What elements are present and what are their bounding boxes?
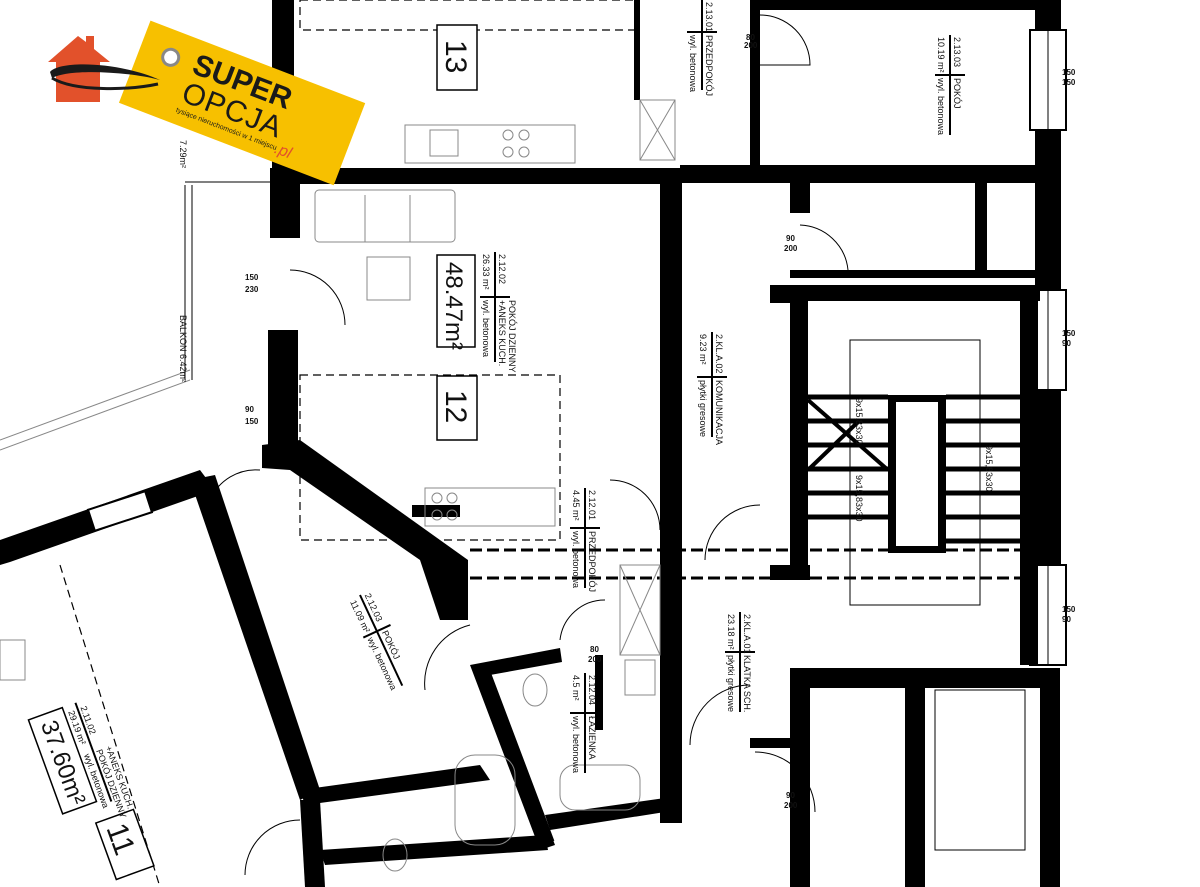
logo-suffix: .pl <box>272 140 294 162</box>
unit-11: 37.60m² 11 2.11.02 29.19 m² POKÓJ DZIENN… <box>27 702 155 881</box>
svg-text:90: 90 <box>1062 615 1071 624</box>
svg-text:150: 150 <box>245 273 259 282</box>
svg-text:200: 200 <box>744 41 758 50</box>
unit-12: 48.47m² 12 <box>436 254 478 441</box>
svg-text:80: 80 <box>746 33 755 42</box>
svg-text:+ANEKS KUCH.: +ANEKS KUCH. <box>497 300 507 366</box>
unit-number: 13 <box>439 40 472 73</box>
balcony-area: 7.29m² <box>178 140 188 168</box>
svg-text:płytki gresowe: płytki gresowe <box>726 655 736 712</box>
svg-text:200: 200 <box>784 801 798 810</box>
svg-text:200: 200 <box>784 244 798 253</box>
svg-text:230: 230 <box>245 285 259 294</box>
stair-label: 9x15,83x30 <box>984 445 994 492</box>
bathtub <box>454 754 516 846</box>
svg-text:wyl. betonowa: wyl. betonowa <box>571 715 581 773</box>
kitchen-counter <box>404 124 576 164</box>
svg-text:4.5 m²: 4.5 m² <box>571 675 581 701</box>
svg-text:23.18 m²: 23.18 m² <box>726 614 736 650</box>
unit-number: 12 <box>439 390 472 423</box>
svg-text:KOMUNIKACJA: KOMUNIKACJA <box>714 380 724 445</box>
opening-labels: 150 230 90 150 80 200 90 200 150 150 150… <box>245 33 1076 810</box>
svg-text:90: 90 <box>786 234 795 243</box>
svg-text:2.12.02: 2.12.02 <box>497 254 507 284</box>
svg-text:150: 150 <box>1062 68 1076 77</box>
kitchen-counter-12 <box>424 487 556 527</box>
svg-text:90: 90 <box>1062 339 1071 348</box>
svg-text:9.23 m²: 9.23 m² <box>698 334 708 365</box>
svg-text:150: 150 <box>1062 605 1076 614</box>
svg-text:wyl. betonowa: wyl. betonowa <box>481 299 491 357</box>
sofa <box>314 189 456 243</box>
table <box>366 256 411 301</box>
svg-text:2.KL.A.01: 2.KL.A.01 <box>742 614 752 654</box>
svg-text:wyl. betonowa: wyl. betonowa <box>936 77 946 135</box>
doors <box>209 14 849 876</box>
svg-text:2.KL.A.02: 2.KL.A.02 <box>714 334 724 374</box>
room-label-2-12-03: 2.12.03 11.09 m² POKÓJ wyl. betonowa <box>348 592 404 692</box>
svg-text:2.12.04: 2.12.04 <box>587 675 597 705</box>
svg-text:ŁAZIENKA: ŁAZIENKA <box>587 716 597 760</box>
svg-text:PRZEDPOKÓJ: PRZEDPOKÓJ <box>704 35 714 96</box>
room-label-2-12-01: 2.12.01 4.45 m² PRZEDPOKÓJ wyl. betonowa <box>570 488 600 592</box>
svg-text:wyl. betonowa: wyl. betonowa <box>688 34 698 92</box>
svg-text:POKÓJ DZIENNY: POKÓJ DZIENNY <box>507 300 517 373</box>
svg-text:2.12.01: 2.12.01 <box>587 490 597 520</box>
room-label-2-kla-01: 2.KL.A.01 23.18 m² KLATKA SCH. płytki gr… <box>725 612 755 712</box>
equipment <box>934 689 1026 851</box>
svg-text:2.13.03: 2.13.03 <box>952 37 962 67</box>
room-label-2-12-04: 2.12.04 4.5 m² ŁAZIENKA wyl. betonowa <box>570 673 600 773</box>
svg-text:150: 150 <box>245 417 259 426</box>
svg-text:4.45 m²: 4.45 m² <box>571 490 581 521</box>
svg-text:wyl. betonowa: wyl. betonowa <box>571 530 581 588</box>
stair-label: 9x15,83x30 <box>854 398 864 445</box>
room-label-2-13-01: 2.13.01 PRZEDPOKÓJ wyl. betonowa <box>687 0 717 96</box>
stair-label: 9x15,83x30 <box>854 475 864 522</box>
svg-text:KLATKA SCH.: KLATKA SCH. <box>742 655 752 712</box>
room-label-2-kla-02: 2.KL.A.02 9.23 m² KOMUNIKACJA płytki gre… <box>697 332 727 445</box>
super-opcja-logo: SUPER OPCJA .pl tysiące nieruchomości w … <box>48 20 366 186</box>
balcony-label: BALKON 6.42m² <box>178 315 188 382</box>
staircase: 9x15,83x30 9x15,83x30 9x15,83x30 <box>806 339 1020 606</box>
svg-text:90: 90 <box>786 791 795 800</box>
svg-text:90: 90 <box>245 405 254 414</box>
unit-13: 13 <box>436 24 478 91</box>
svg-text:200: 200 <box>588 655 602 664</box>
svg-text:80: 80 <box>590 645 599 654</box>
svg-text:PRZEDPOKÓJ: PRZEDPOKÓJ <box>587 531 597 592</box>
svg-text:2.13.01: 2.13.01 <box>704 2 714 32</box>
svg-text:płytki gresowe: płytki gresowe <box>698 380 708 437</box>
svg-text:POKÓJ: POKÓJ <box>952 78 962 109</box>
furniture <box>0 124 1026 872</box>
svg-text:150: 150 <box>1062 329 1076 338</box>
room-label-2-12-02: 2.12.02 26.33 m² +ANEKS KUCH. POKÓJ DZIE… <box>480 252 517 373</box>
svg-text:26.33 m²: 26.33 m² <box>481 254 491 290</box>
svg-text:10.19 m²: 10.19 m² <box>936 37 946 73</box>
unit-area: 48.47m² <box>440 262 467 350</box>
room-label-2-13-03: 2.13.03 10.19 m² POKÓJ wyl. betonowa <box>935 35 965 135</box>
svg-text:150: 150 <box>1062 78 1076 87</box>
